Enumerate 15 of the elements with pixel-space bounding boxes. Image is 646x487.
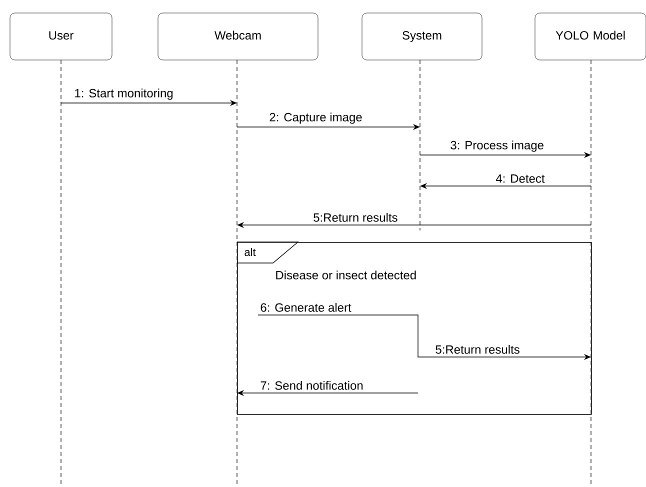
message-label: 5:Return results (436, 344, 520, 354)
lifeline (590, 60, 592, 487)
participant-box: Webcam (158, 12, 318, 60)
lifeline (236, 60, 238, 487)
message-label: 3: Process image (450, 140, 544, 152)
message-label: 5:Return results (314, 213, 398, 222)
message-label: 6: Generate alert (260, 302, 352, 312)
lifeline (60, 60, 62, 487)
message-label: 4: Detect (496, 174, 545, 183)
participant-box: System (362, 12, 482, 60)
participant-box: User (10, 12, 112, 60)
participant-box: YOLO Model (534, 12, 646, 60)
message-label: 1: Start monitoring (75, 88, 173, 100)
message-label: 2: Capture image (270, 112, 362, 124)
message-label: 7: Send notification (260, 380, 363, 390)
